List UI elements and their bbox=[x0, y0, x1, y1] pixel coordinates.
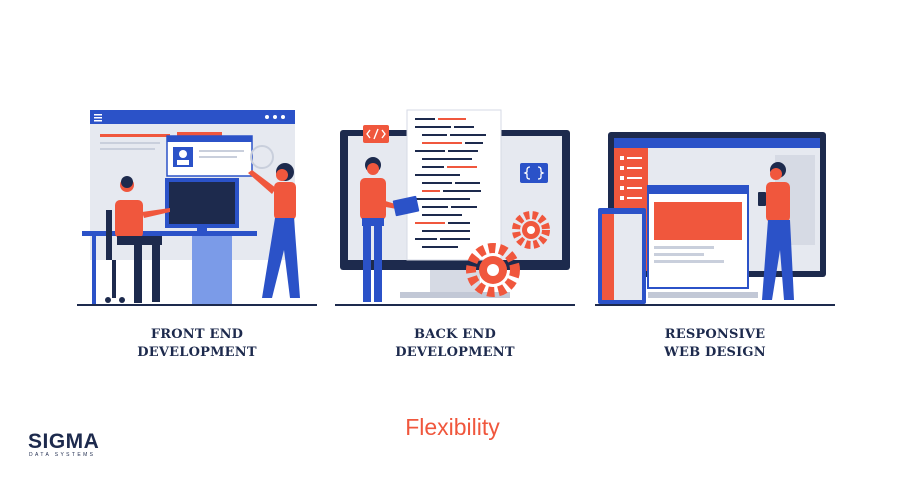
phone bbox=[758, 192, 766, 206]
designer-torso bbox=[766, 182, 790, 222]
desk bbox=[82, 231, 257, 236]
sigma-logo: SIGMA DATA SYSTEMS bbox=[28, 430, 118, 462]
ground-line bbox=[595, 304, 835, 306]
caption-line-2: DEVELOPMENT bbox=[395, 345, 515, 360]
logo-subtitle: DATA SYSTEMS bbox=[29, 452, 96, 458]
caption-line-1: BACK END bbox=[414, 327, 496, 342]
monitor bbox=[165, 178, 239, 228]
logo-name: SIGMA bbox=[28, 430, 100, 453]
code-lines bbox=[415, 118, 486, 248]
caption-responsive: RESPONSIVE WEB DESIGN bbox=[590, 326, 840, 362]
laptop bbox=[392, 195, 420, 217]
responsive-svg bbox=[595, 132, 835, 306]
ground-line bbox=[335, 304, 575, 306]
caption-line-1: FRONT END bbox=[150, 327, 244, 342]
responsive-illustration bbox=[590, 100, 840, 310]
tagline: Flexibility bbox=[405, 414, 500, 440]
designer-torso bbox=[274, 182, 296, 220]
code-document bbox=[406, 109, 502, 261]
front-end-svg bbox=[77, 110, 317, 306]
programmer-torso bbox=[360, 178, 386, 220]
front-end-illustration bbox=[72, 100, 322, 310]
caption-back-end: BACK END DEVELOPMENT bbox=[330, 326, 580, 362]
caption-front-end: FRONT END DEVELOPMENT bbox=[72, 326, 322, 362]
caption-line-1: RESPONSIVE bbox=[664, 327, 766, 342]
gear-large-icon bbox=[466, 243, 520, 297]
back-end-svg bbox=[335, 109, 575, 306]
browser-titlebar bbox=[90, 110, 295, 124]
gear-icon bbox=[512, 211, 550, 249]
desk-drawer bbox=[192, 236, 232, 304]
developer-torso bbox=[115, 200, 143, 238]
ground-line bbox=[77, 304, 317, 306]
caption-line-2: WEB DESIGN bbox=[664, 345, 766, 360]
back-end-illustration bbox=[330, 100, 580, 310]
search-icon bbox=[250, 145, 274, 169]
caption-line-2: DEVELOPMENT bbox=[137, 345, 257, 360]
user-icon bbox=[179, 150, 187, 158]
